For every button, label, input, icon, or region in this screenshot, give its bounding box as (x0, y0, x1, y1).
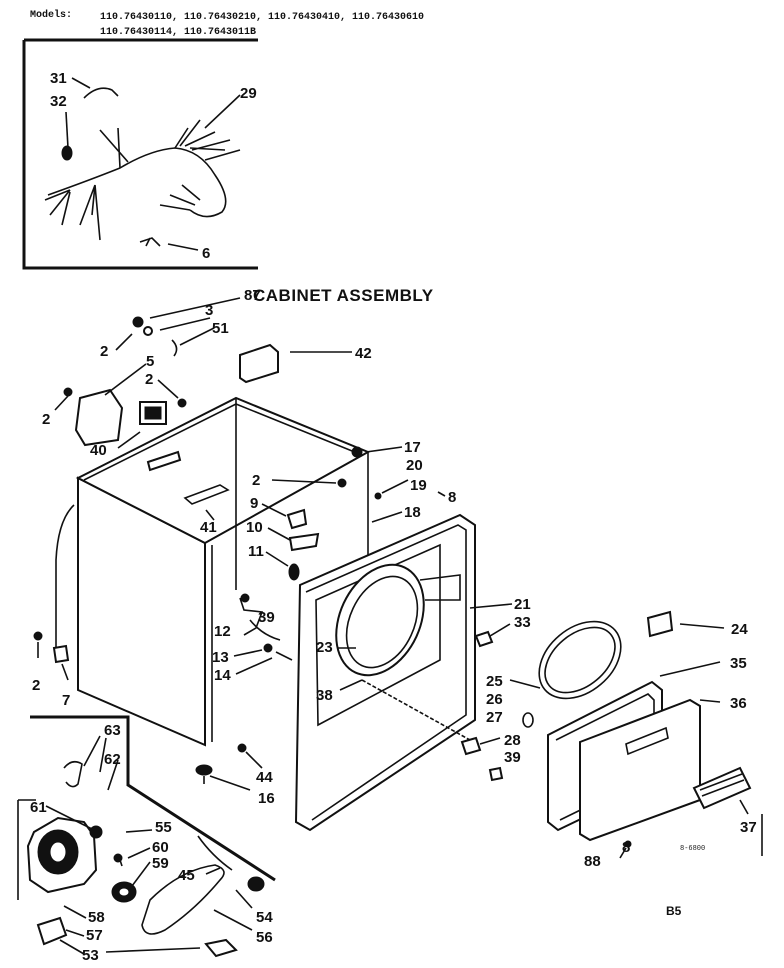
callout-63: 63 (104, 722, 121, 739)
models-line-1: 110.76430110, 110.76430210, 110.76430410… (100, 12, 425, 23)
callout-54: 54 (256, 909, 273, 926)
callout-10: 10 (246, 519, 263, 536)
door-assembly: 36 37 88 8 8-6800 (547, 680, 763, 870)
callout-8-mid: 8 (448, 489, 456, 506)
callout-3: 3 (205, 302, 213, 319)
callout-45: 45 (178, 867, 195, 884)
cabinet-callouts: 17 2 20 19 8 18 9 41 10 11 12 39 13 (32, 439, 456, 807)
callout-13: 13 (212, 649, 229, 666)
callout-58: 58 (88, 909, 105, 926)
callout-11: 11 (248, 543, 264, 560)
callout-59: 59 (152, 855, 169, 872)
callout-32: 32 (50, 93, 67, 110)
callout-25: 25 (486, 673, 503, 690)
callout-55: 55 (155, 819, 172, 836)
callout-37: 37 (740, 819, 757, 836)
callout-2-left: 2 (42, 411, 50, 428)
reference-code: 8-6800 (680, 845, 705, 853)
callout-62: 62 (104, 751, 121, 768)
callout-2-tube: 2 (32, 677, 40, 694)
callout-35: 35 (730, 655, 747, 672)
door-seal-group: 24 35 25 26 27 (486, 610, 748, 728)
callout-29: 29 (240, 85, 257, 102)
callout-12: 12 (214, 623, 231, 640)
callout-18: 18 (404, 504, 421, 521)
callout-6-inset: 6 (202, 245, 210, 262)
callout-39-b: 39 (504, 749, 521, 766)
callout-42: 42 (355, 345, 372, 362)
callout-5: 5 (146, 353, 154, 370)
callout-88: 88 (584, 853, 601, 870)
motor-inset: 63 62 61 55 60 59 (17, 715, 276, 964)
callout-33: 33 (514, 614, 531, 631)
callout-21: 21 (514, 596, 531, 613)
callout-61: 61 (30, 799, 47, 816)
callout-39-a: 39 (258, 609, 275, 626)
callout-20: 20 (406, 457, 423, 474)
models-label: Models: (30, 10, 73, 21)
callout-9: 9 (250, 495, 258, 512)
callout-24: 24 (731, 621, 748, 638)
callout-2-bracket: 2 (145, 371, 153, 388)
front-panel: 21 33 23 38 28 39 (294, 513, 531, 832)
callout-60: 60 (152, 839, 169, 856)
cabinet-body (55, 396, 371, 747)
callout-53: 53 (82, 947, 99, 964)
callout-56: 56 (256, 929, 273, 946)
callout-19: 19 (410, 477, 427, 494)
wiring-harness-inset: 31 32 29 6 (22, 38, 258, 270)
callout-31: 31 (50, 70, 67, 87)
callout-27: 27 (486, 709, 503, 726)
callout-2-mid: 2 (252, 472, 260, 489)
models-line-2: 110.76430114, 110.7643011B (100, 27, 257, 38)
callout-8-door: 8 (622, 839, 630, 856)
callout-16: 16 (258, 790, 275, 807)
callout-57: 57 (86, 927, 103, 944)
callout-28: 28 (504, 732, 521, 749)
callout-2-top: 2 (100, 343, 108, 360)
top-hardware-group: 87 3 51 2 42 5 2 2 40 (42, 287, 372, 459)
callout-26: 26 (486, 691, 503, 708)
callout-7: 7 (62, 692, 70, 709)
diagram-title: CABINET ASSEMBLY (253, 286, 434, 305)
callout-17: 17 (404, 439, 421, 456)
callout-87: 87 (244, 287, 261, 304)
callout-44: 44 (256, 769, 273, 786)
page-code: B5 (666, 904, 682, 918)
callout-14: 14 (214, 667, 231, 684)
callout-38: 38 (316, 687, 333, 704)
callout-51: 51 (212, 320, 229, 337)
callout-40: 40 (90, 442, 107, 459)
callout-41: 41 (200, 519, 217, 536)
callout-23: 23 (316, 639, 333, 656)
callout-36: 36 (730, 695, 747, 712)
